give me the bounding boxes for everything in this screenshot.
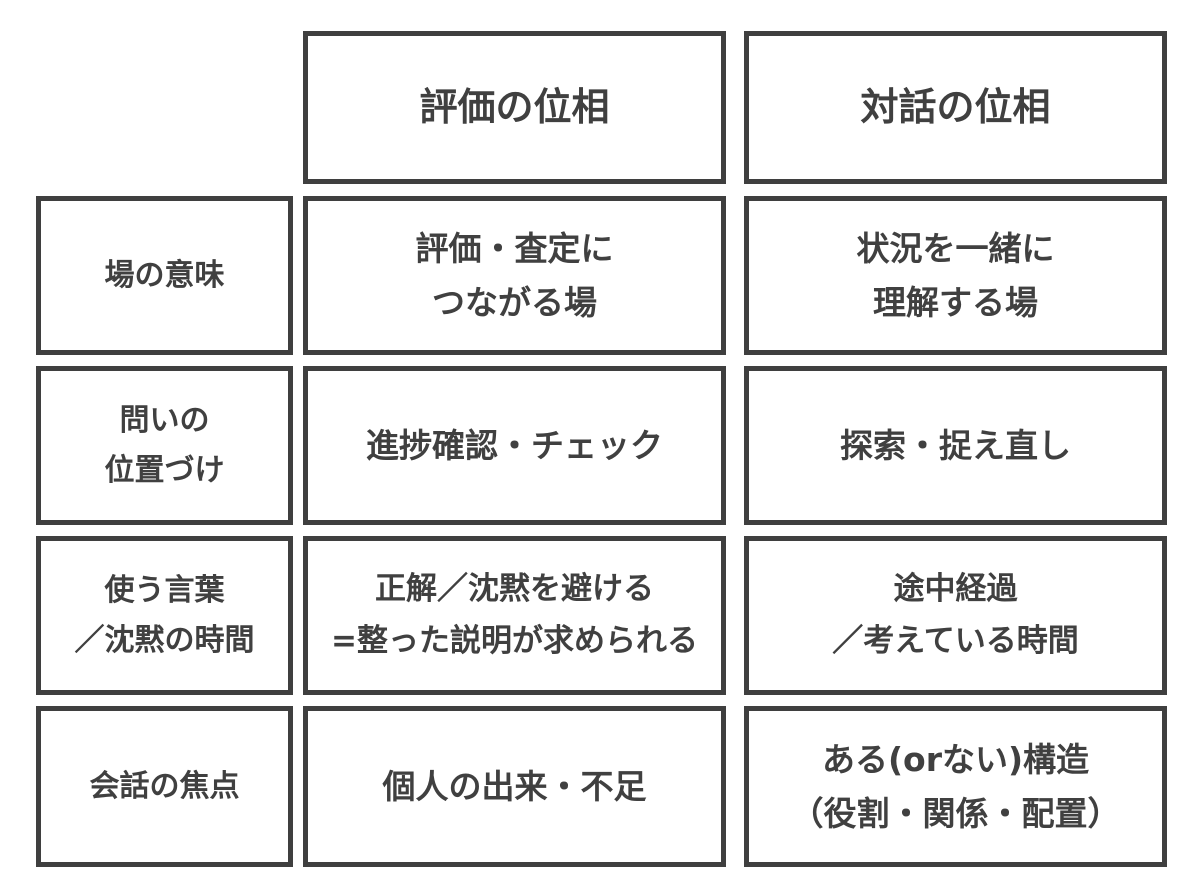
cell-text: 途中経過 ／考えている時間 (832, 571, 1079, 659)
cell-text: 状況を一緒に 理解する場 (856, 229, 1055, 322)
row-label-text: 使う言葉 ／沈黙の時間 (74, 573, 255, 658)
cell-text: 正解／沈黙を避ける =整った説明が求められる (331, 571, 698, 659)
cell-text: ある(orない)構造 （役割・関係・配置） (790, 740, 1121, 833)
cell-text: 評価・査定に つながる場 (415, 229, 614, 322)
cell-text: 個人の出来・不足 (382, 766, 647, 806)
row-label-question-positioning: 問いの 位置づけ (36, 366, 293, 525)
cell-dialogue-focus: ある(orない)構造 （役割・関係・配置） (744, 706, 1167, 867)
row-label-conversation-focus: 会話の焦点 (36, 706, 293, 867)
row-label-text: 問いの 位置づけ (104, 403, 225, 488)
cell-dialogue-words: 途中経過 ／考えている時間 (744, 536, 1167, 695)
header-evaluation-phase: 評価の位相 (303, 31, 726, 184)
cell-evaluation-meaning: 評価・査定に つながる場 (303, 196, 726, 355)
cell-text: 進捗確認・チェック (366, 425, 663, 465)
cell-dialogue-question: 探索・捉え直し (744, 366, 1167, 525)
cell-evaluation-focus: 個人の出来・不足 (303, 706, 726, 867)
header-evaluation-label: 評価の位相 (419, 84, 610, 129)
header-dialogue-label: 対話の位相 (860, 84, 1051, 129)
row-label-words-silence: 使う言葉 ／沈黙の時間 (36, 536, 293, 695)
header-dialogue-phase: 対話の位相 (744, 31, 1167, 184)
row-label-text: 会話の焦点 (89, 768, 240, 804)
cell-dialogue-meaning: 状況を一緒に 理解する場 (744, 196, 1167, 355)
cell-text: 探索・捉え直し (840, 425, 1071, 465)
row-label-meaning-of-place: 場の意味 (36, 196, 293, 355)
row-label-text: 場の意味 (104, 257, 225, 293)
cell-evaluation-question: 進捗確認・チェック (303, 366, 726, 525)
cell-evaluation-words: 正解／沈黙を避ける =整った説明が求められる (303, 536, 726, 695)
